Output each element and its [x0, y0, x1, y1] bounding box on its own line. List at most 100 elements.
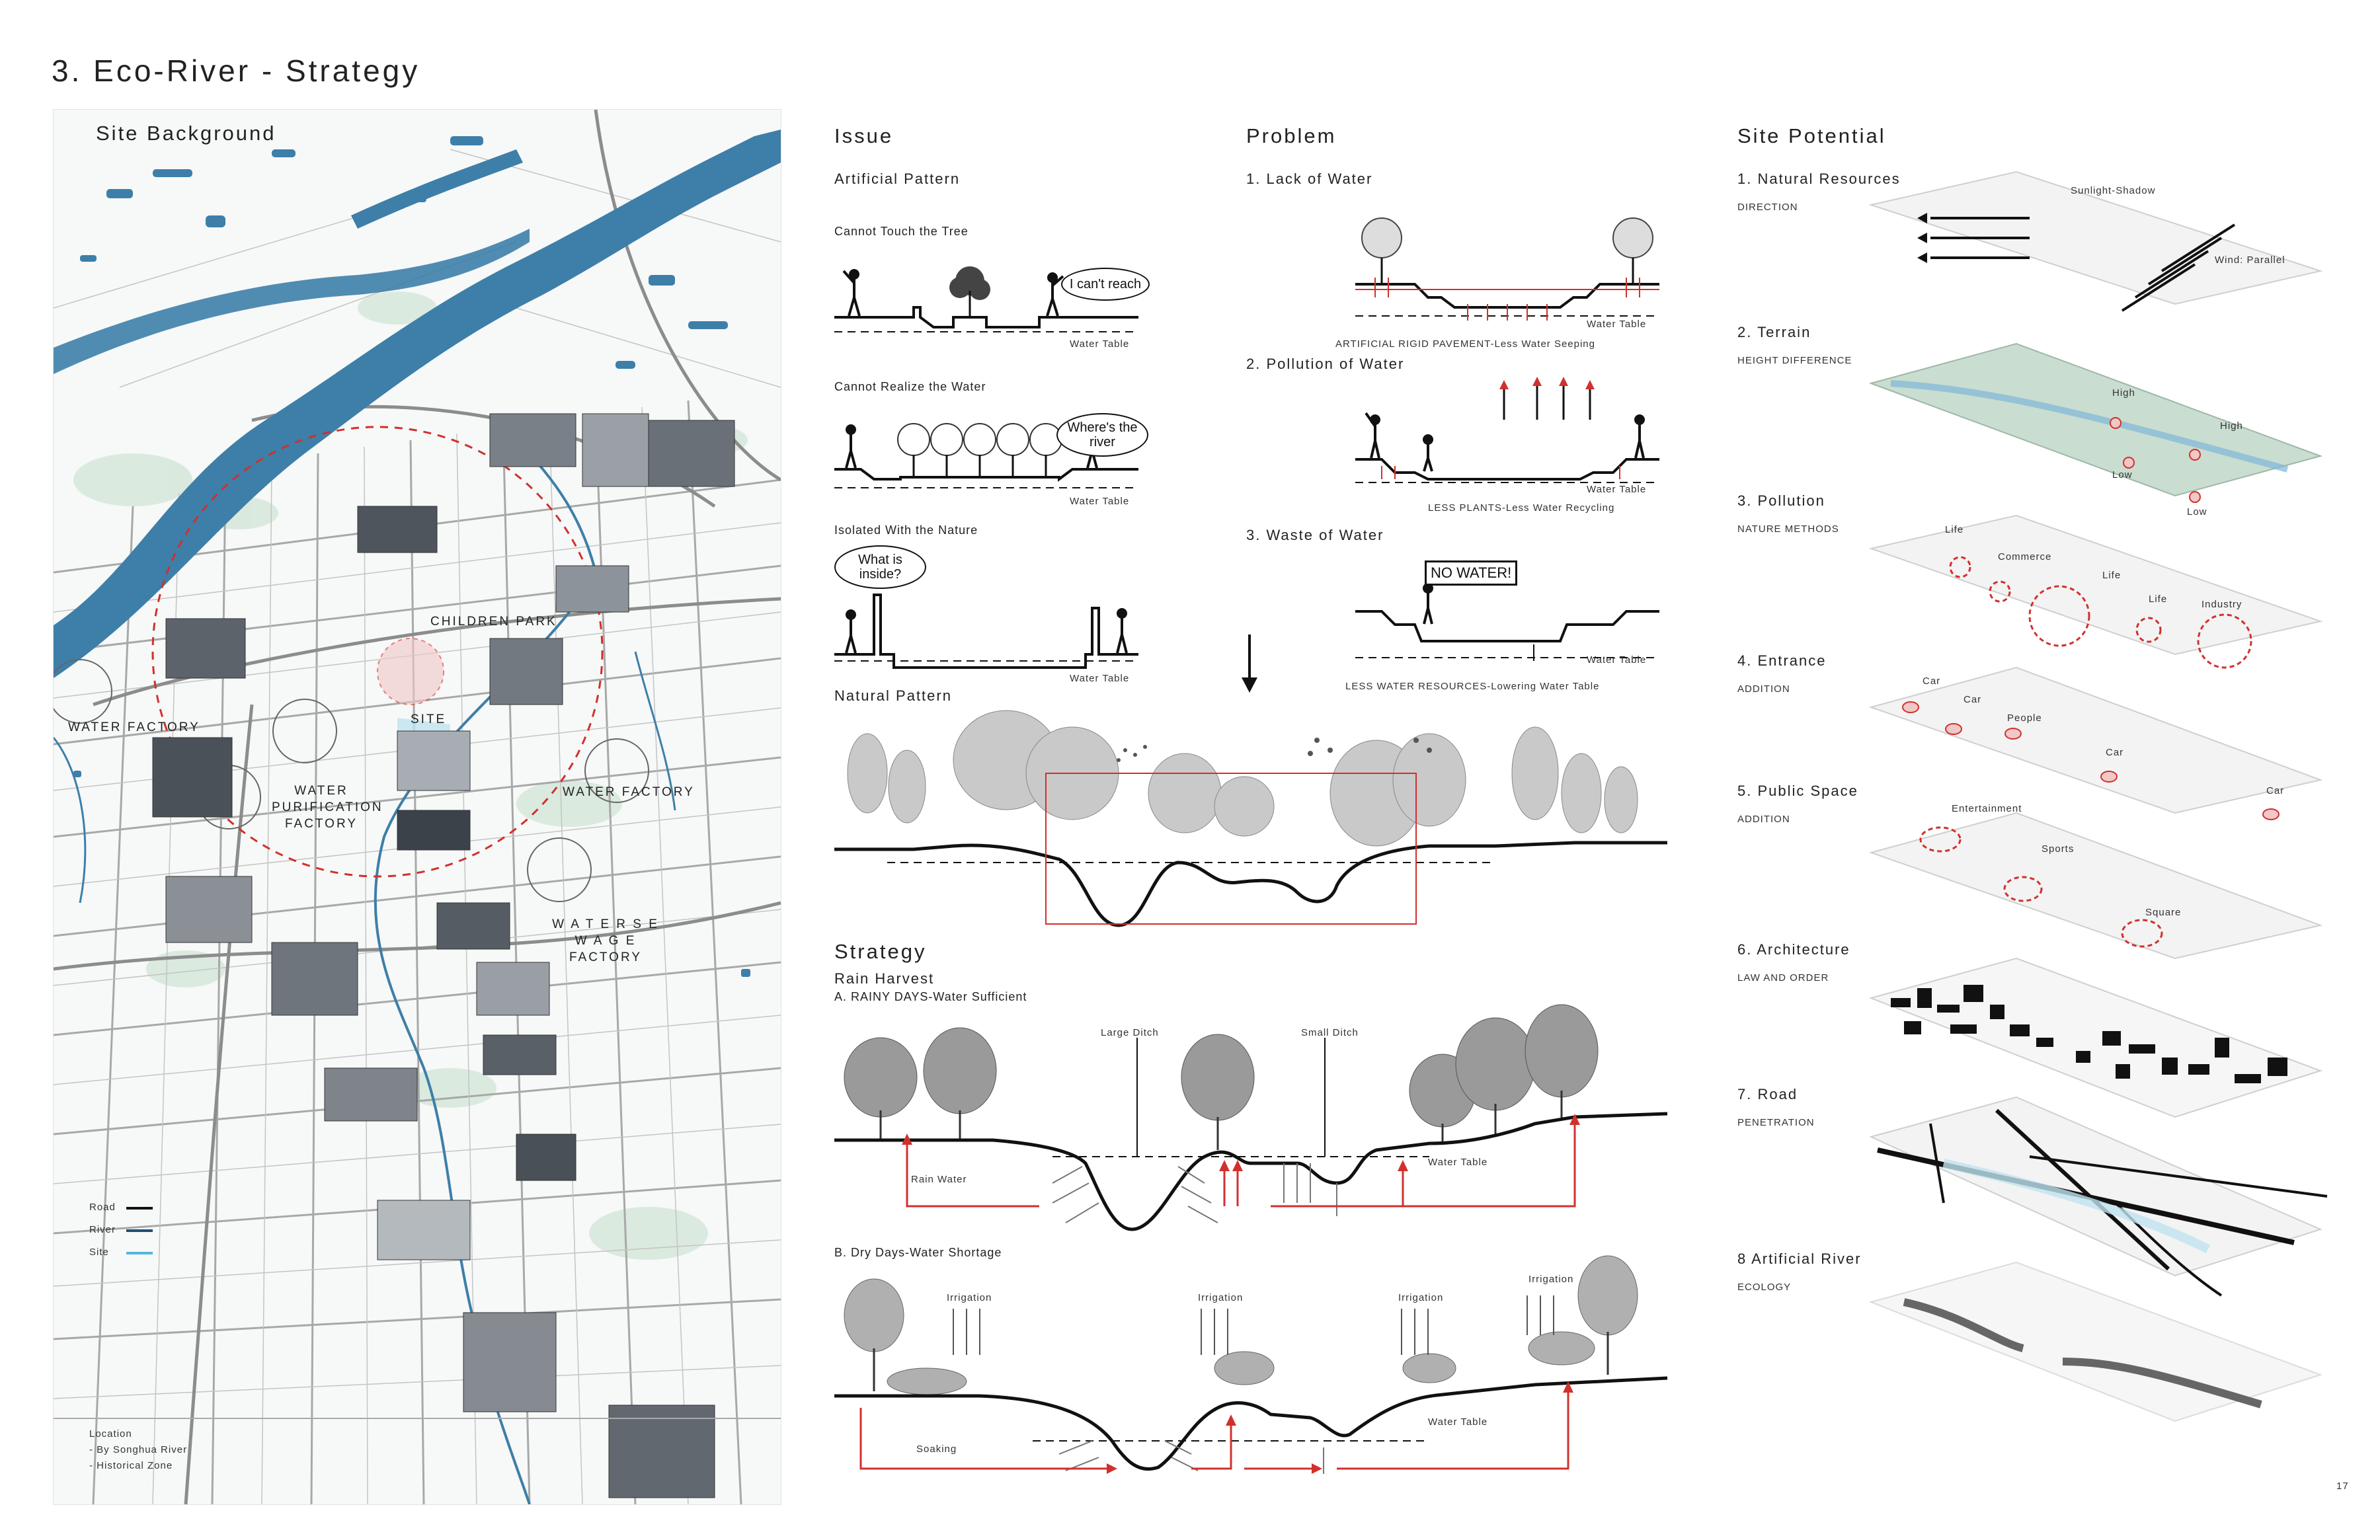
potential-3-title: 3. Pollution: [1737, 492, 1825, 509]
natural-pattern-section: [834, 710, 1667, 927]
page-number: 17: [2336, 1481, 2349, 1492]
rainy-water-table: Water Table: [1428, 1157, 1488, 1168]
dry-title: B. Dry Days-Water Shortage: [834, 1246, 1002, 1259]
down-arrow-icon: [1242, 635, 1257, 693]
potential-6-title: 6. Architecture: [1737, 941, 1850, 958]
strategy-heading: Strategy: [834, 940, 927, 963]
potential-8-sub: ECOLOGY: [1737, 1282, 1792, 1293]
potential-8-diagram: [1868, 1261, 2323, 1422]
potential-4-label-people: People: [2007, 712, 2042, 724]
legend-site: Site: [89, 1247, 109, 1258]
potential-4-title: 4. Entrance: [1737, 652, 1827, 669]
issue-case3-water-table: Water Table: [1070, 673, 1130, 684]
irrigation-label-1: Irrigation: [947, 1292, 992, 1303]
potential-7-sub: PENETRATION: [1737, 1117, 1815, 1128]
label-water-factory-right: WATER FACTORY: [563, 785, 695, 799]
large-ditch-label: Large Ditch: [1101, 1027, 1159, 1038]
potential-2-label-low2: Low: [2187, 506, 2207, 518]
potential-1-label-wind: Wind: Parallel: [2215, 254, 2285, 266]
dry-water-table: Water Table: [1428, 1416, 1488, 1428]
legend-river: River: [89, 1224, 116, 1235]
dry-days-section: [834, 1255, 1668, 1474]
page-title: 3. Eco-River - Strategy: [52, 54, 420, 88]
problem3-water-table: Water Table: [1587, 654, 1647, 666]
problem1-water-table: Water Table: [1587, 319, 1647, 330]
artificial-pattern-label: Artificial Pattern: [834, 171, 961, 187]
site-potential-heading: Site Potential: [1737, 124, 1886, 147]
issue-case3-title: Isolated With the Nature: [834, 523, 978, 537]
problem1-caption: ARTIFICIAL RIGID PAVEMENT-Less Water See…: [1335, 338, 1595, 350]
problem3-title: 3. Waste of Water: [1246, 527, 1384, 543]
site-background-heading: Site Background: [96, 122, 276, 145]
potential-2-label-low1: Low: [2112, 469, 2133, 481]
potential-3-label-life3: Life: [2149, 594, 2168, 605]
potential-4-label-car2: Car: [1964, 694, 1982, 705]
potential-4-diagram: [1868, 666, 2323, 820]
issue-case1-water-table: Water Table: [1070, 338, 1130, 350]
potential-3-label-commerce: Commerce: [1998, 551, 2052, 562]
potential-7-title: 7. Road: [1737, 1086, 1798, 1102]
potential-6-diagram: [1868, 957, 2323, 1118]
potential-5-sub: ADDITION: [1737, 814, 1790, 825]
potential-3-label-life1: Life: [1945, 524, 1964, 535]
potential-1-label-sun: Sunlight-Shadow: [2071, 185, 2156, 196]
label-water-sewage: W A T E R S E W A G E FACTORY: [552, 917, 659, 964]
issue-case1-title: Cannot Touch the Tree: [834, 225, 969, 238]
problem2-caption: LESS PLANTS-Less Water Recycling: [1428, 502, 1615, 514]
potential-5-label-entertainment: Entertainment: [1952, 803, 2022, 814]
problem2-title: 2. Pollution of Water: [1246, 356, 1405, 372]
small-ditch-label: Small Ditch: [1301, 1027, 1359, 1038]
irrigation-label-3: Irrigation: [1398, 1292, 1444, 1303]
natural-pattern-label: Natural Pattern: [834, 687, 952, 704]
rainy-title: A. RAINY DAYS-Water Sufficient: [834, 990, 1027, 1003]
potential-5-title: 5. Public Space: [1737, 783, 1858, 799]
issue-case2-section: [834, 423, 1138, 488]
rainy-days-section: [834, 1004, 1668, 1231]
potential-3-sub: NATURE METHODS: [1737, 523, 1839, 535]
potential-1-sub: DIRECTION: [1737, 202, 1798, 213]
potential-4-label-car1: Car: [1923, 675, 1941, 687]
main-river: [54, 130, 781, 678]
problem3-sign: NO WATER!: [1425, 560, 1518, 586]
issue-case2-water-table: Water Table: [1070, 496, 1130, 507]
potential-2-title: 2. Terrain: [1737, 324, 1811, 340]
potential-5-diagram: [1868, 812, 2323, 960]
problem-heading: Problem: [1246, 124, 1337, 147]
problem2-water-table: Water Table: [1587, 484, 1647, 495]
issue-case3-section: [834, 594, 1138, 669]
label-water-purification: WATER PURIFICATION FACTORY: [272, 784, 383, 831]
issue-case1-bubble: I can't reach: [1061, 268, 1150, 301]
issue-case3-bubble: What is inside?: [834, 545, 926, 589]
problem1-section: [1355, 217, 1659, 321]
location-line1: - By Songhua River: [89, 1444, 188, 1455]
soaking-label: Soaking: [916, 1444, 957, 1455]
location-line2: - Historical Zone: [89, 1460, 173, 1471]
potential-5-label-sports: Sports: [2042, 843, 2075, 855]
problem1-title: 1. Lack of Water: [1246, 171, 1373, 187]
potential-5-label-square: Square: [2145, 907, 2182, 918]
potential-3-label-life2: Life: [2102, 570, 2122, 581]
issue-case1-section: [834, 266, 1138, 332]
potential-2-sub: HEIGHT DIFFERENCE: [1737, 355, 1852, 366]
potential-8-title: 8 Artificial River: [1737, 1251, 1862, 1267]
legend-road: Road: [89, 1202, 116, 1213]
label-site: SITE: [411, 712, 447, 726]
issue-case2-title: Cannot Realize the Water: [834, 380, 986, 393]
potential-2-label-high2: High: [2220, 420, 2243, 432]
potential-4-label-car4: Car: [2266, 785, 2285, 796]
potential-1-title: 1. Natural Resources: [1737, 171, 1901, 187]
rain-water-label: Rain Water: [911, 1174, 967, 1185]
potential-3-diagram: [1868, 514, 2323, 669]
potential-4-sub: ADDITION: [1737, 683, 1790, 695]
issue-case2-bubble: Where's the river: [1056, 413, 1148, 457]
potential-7-diagram: [1869, 1096, 2328, 1297]
problem3-caption: LESS WATER RESOURCES-Lowering Water Tabl…: [1345, 681, 1600, 692]
potential-6-sub: LAW AND ORDER: [1737, 972, 1829, 983]
potential-2-diagram: [1868, 342, 2323, 503]
problem2-section: [1355, 377, 1659, 483]
label-water-factory-left: WATER FACTORY: [68, 720, 200, 734]
issue-heading: Issue: [834, 124, 894, 147]
map-graphic: [54, 110, 781, 1504]
potential-1-diagram: [1868, 171, 2323, 312]
irrigation-label-4: Irrigation: [1528, 1274, 1574, 1285]
